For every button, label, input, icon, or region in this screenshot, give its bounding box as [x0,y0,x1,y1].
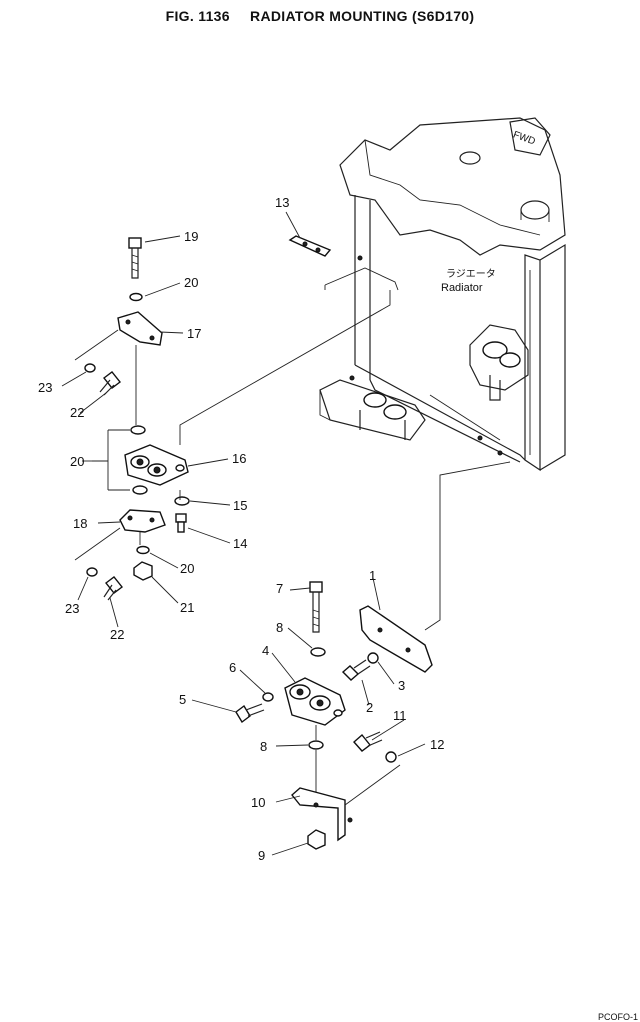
callout-21: 21 [180,600,194,615]
callout-18: 18 [73,516,87,531]
callout-12: 12 [430,737,444,752]
callout-22-top: 22 [70,405,84,420]
callout-10: 10 [251,795,265,810]
callout-20-top: 20 [184,275,198,290]
part-12-washer [385,751,397,763]
part-19-bolt [128,237,142,279]
part-4-mount [284,677,346,726]
callout-7: 7 [276,581,283,596]
callout-16: 16 [232,451,246,466]
fwd-label: FWD [511,129,536,147]
callout-8-bottom: 8 [260,739,267,754]
radiator-label-jp: ラジエータ [446,268,496,280]
callout-11: 11 [393,708,407,723]
figure-number: FIG. 1136 [165,8,230,24]
callout-15: 15 [233,498,247,513]
part-18-plate [119,509,166,533]
callout-19: 19 [184,229,198,244]
part-22-bolt [99,371,121,396]
part-11-bolt [353,731,383,752]
part-13-bar [285,211,332,257]
part-1-bracket [359,605,433,673]
part-2-bolt [341,659,371,681]
part-20-washer [129,292,143,302]
callout-17: 17 [187,326,201,341]
page-code: PCOFO-1 [597,1012,638,1022]
part-10-bracket [291,787,353,842]
part-17-plate [117,311,163,346]
part-16-mount [124,444,189,486]
figure-title: FIG. 1136 RADIATOR MOUNTING (S6D170) [0,8,640,24]
part-23-washer [84,363,96,373]
part-22-bolt-lower [103,576,123,601]
callout-2: 2 [366,700,373,715]
callout-6: 6 [229,660,236,675]
part-8-washer [310,647,326,657]
callout-8-top: 8 [276,620,283,635]
callout-23-top: 23 [38,380,52,395]
fwd-arrow-icon: FWD [509,117,551,156]
callout-20-bottom: 20 [180,561,194,576]
callout-22-bottom: 22 [110,627,124,642]
callout-23-bottom: 23 [65,601,79,616]
part-14-bolt [175,513,187,533]
part-5-bolt [235,703,265,724]
part-9-nut [307,829,326,850]
radiator-label-en: Radiator [441,282,483,294]
callout-4: 4 [262,643,269,658]
radiator-assembly [319,117,566,472]
figure-name: RADIATOR MOUNTING (S6D170) [250,8,475,24]
callout-14: 14 [233,536,247,551]
part-7-bolt [309,581,323,633]
callout-9: 9 [258,848,265,863]
part-21-nut [133,561,153,581]
part-3-washer [367,652,379,664]
part-6-washer [262,692,274,702]
callout-20-mid: 20 [70,454,84,469]
callout-3: 3 [398,678,405,693]
callout-5: 5 [179,692,186,707]
callout-1: 1 [369,568,376,583]
callout-13: 13 [275,195,289,210]
part-15-washer [174,496,190,506]
